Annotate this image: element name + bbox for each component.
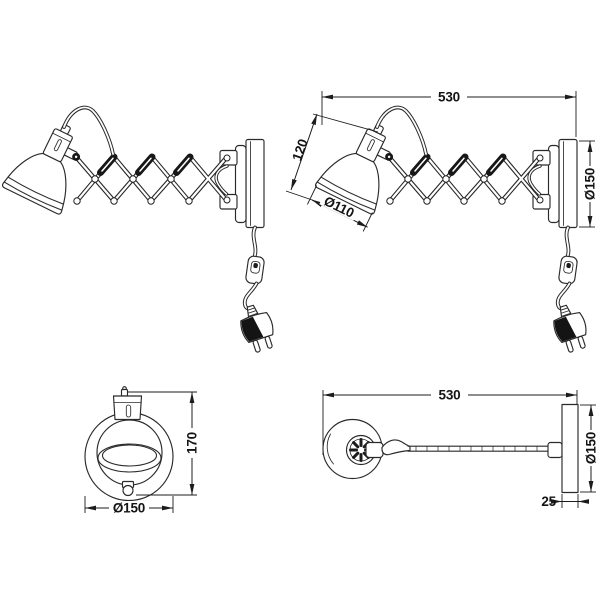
dim-side-plate-diameter: Ø150 [579, 140, 598, 228]
front-view: 170 Ø150 [84, 386, 200, 516]
dim-side-overall-width: 530 [321, 90, 577, 137]
shade-rim-outer [97, 443, 162, 473]
shade-rim-inner [101, 444, 158, 467]
dim-label-530-top: 530 [439, 388, 461, 403]
wall-plate-top [561, 403, 579, 494]
side-view-dimensioned: 530 120 Ø110 [285, 90, 598, 355]
side-view [2, 108, 280, 355]
bottom-knob [121, 480, 135, 497]
dim-label-530-side: 530 [438, 90, 460, 105]
shade-front [96, 419, 163, 486]
dim-front-diameter: Ø150 [84, 496, 174, 516]
dim-head-length: 120 [285, 113, 379, 204]
arm-bracket-top [381, 439, 411, 456]
dim-front-height: 170 [127, 391, 200, 496]
arm-top [407, 445, 550, 452]
dim-top-plate-diameter: Ø150 [580, 404, 599, 493]
dim-label-150-side: Ø150 [583, 168, 598, 200]
socket-cap-front [112, 386, 143, 421]
socket-neck-top [365, 441, 384, 459]
dim-label-170: 170 [185, 432, 200, 454]
dim-top-overall-width: 530 [322, 388, 578, 455]
dim-label-120: 120 [289, 137, 310, 163]
dim-label-150-front: Ø150 [113, 501, 145, 516]
top-view: 530 [322, 388, 599, 509]
dim-label-150-top: Ø150 [584, 432, 599, 464]
dim-top-plate-depth: 25 [541, 494, 589, 509]
socket-top [345, 434, 384, 466]
dim-label-25: 25 [541, 494, 556, 509]
arm-connector-top [547, 441, 563, 459]
